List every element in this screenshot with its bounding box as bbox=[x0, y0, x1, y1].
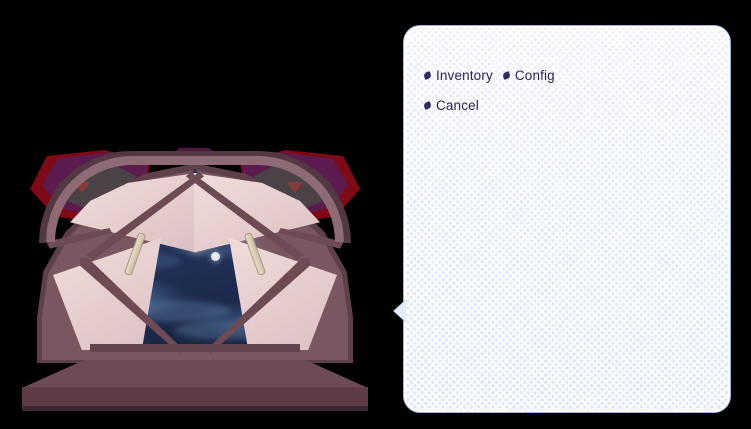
menu-item-label: Config bbox=[514, 67, 555, 83]
menu-row: Cancel bbox=[423, 96, 714, 114]
menu-list: Inventory Config Cancel bbox=[423, 66, 714, 126]
menu-item-config[interactable]: Config bbox=[501, 67, 555, 83]
speech-bubble-tail bbox=[394, 300, 406, 322]
menu-item-cancel[interactable]: Cancel bbox=[423, 97, 479, 113]
dialog-panel: Inventory Config Cancel bbox=[394, 26, 730, 412]
small-moon-icon bbox=[211, 252, 220, 261]
platform-top bbox=[22, 360, 368, 388]
window-sill bbox=[90, 344, 300, 352]
diamond-bullet-icon bbox=[501, 70, 511, 80]
diamond-bullet-icon bbox=[423, 70, 432, 80]
arch-band-inner bbox=[46, 156, 344, 242]
menu-item-label: Inventory bbox=[436, 67, 493, 83]
menu-row: Inventory Config bbox=[423, 66, 714, 84]
platform-front bbox=[22, 387, 368, 410]
game-scene bbox=[22, 148, 368, 411]
platform-shadow bbox=[22, 406, 368, 411]
menu-item-label: Cancel bbox=[436, 97, 479, 113]
menu-item-inventory[interactable]: Inventory bbox=[423, 67, 493, 83]
diamond-bullet-icon bbox=[423, 100, 432, 110]
